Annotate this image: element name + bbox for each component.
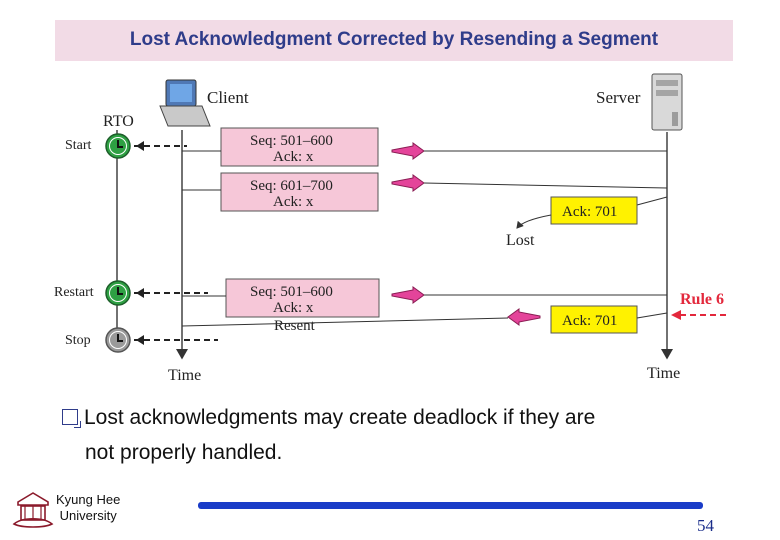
timer-stop-label: Stop bbox=[65, 333, 91, 348]
tcp-diagram: Client Server RTO Start Restart Stop Seq… bbox=[54, 73, 730, 384]
university-line-1: Kyung Hee bbox=[56, 492, 121, 507]
segment-2-arrow bbox=[391, 174, 425, 192]
server-icon bbox=[651, 73, 683, 131]
timer-stop-icon bbox=[105, 327, 131, 353]
timer-restart-label: Restart bbox=[54, 285, 94, 300]
ack-1-text: Ack: 701 bbox=[562, 204, 617, 220]
ack-2-text: Ack: 701 bbox=[562, 313, 617, 329]
bullet-line-2: not properly handled. bbox=[85, 441, 282, 465]
bullet-line-1: Lost acknowledgments may create deadlock… bbox=[62, 406, 595, 430]
timer-restart-icon bbox=[105, 280, 131, 306]
segment-box-3 bbox=[225, 278, 380, 318]
slide-title: Lost Acknowledgment Corrected by Resendi… bbox=[129, 29, 659, 50]
client-label: Client bbox=[207, 88, 249, 107]
segment-2-ack: Ack: x bbox=[273, 194, 314, 210]
page-number: 54 bbox=[697, 516, 714, 535]
segment-1-arrow bbox=[391, 142, 425, 160]
bullet-text-2: not properly handled. bbox=[85, 441, 283, 464]
ack-2-line-left bbox=[181, 317, 509, 327]
ack-box-2 bbox=[550, 305, 638, 334]
segment-1-seq: Seq: 501–600 bbox=[250, 133, 333, 149]
segment-2-seq: Seq: 601–700 bbox=[250, 178, 333, 194]
ack-box-1 bbox=[550, 196, 638, 225]
laptop-icon bbox=[159, 79, 211, 127]
footer-divider bbox=[198, 502, 703, 509]
time-label-left: Time bbox=[168, 367, 201, 384]
title-bar: Lost Acknowledgment Corrected by Resendi… bbox=[55, 20, 733, 61]
lost-arrow bbox=[516, 214, 552, 229]
checkbox-bullet-icon bbox=[62, 409, 81, 428]
start-arrowhead bbox=[136, 141, 144, 151]
university-name: Kyung Hee University bbox=[56, 492, 120, 524]
bullet-text-1: Lost acknowledgments may create deadlock… bbox=[84, 406, 596, 429]
ack-2-arrow bbox=[507, 308, 541, 326]
segment-3-seq: Seq: 501–600 bbox=[250, 284, 333, 300]
timer-start-icon bbox=[105, 133, 131, 159]
timer-start-label: Start bbox=[65, 138, 92, 153]
restart-arrowhead bbox=[136, 288, 144, 298]
university-seal-icon bbox=[12, 492, 54, 528]
segment-box-2 bbox=[220, 172, 379, 212]
rto-label: RTO bbox=[103, 113, 134, 130]
lost-label: Lost bbox=[506, 232, 535, 249]
stop-arrowhead bbox=[136, 335, 144, 345]
university-line-2: University bbox=[59, 508, 117, 523]
segment-3-arrow bbox=[391, 286, 425, 304]
segment-1-ack: Ack: x bbox=[273, 149, 314, 165]
time-label-right: Time bbox=[647, 365, 680, 382]
rule-arrowhead bbox=[671, 310, 681, 320]
segment-3-ack: Ack: x bbox=[273, 300, 314, 316]
resent-label: Resent bbox=[274, 318, 316, 334]
ack-1-line bbox=[636, 196, 668, 206]
rule-label: Rule 6 bbox=[680, 291, 724, 308]
segment-2-line-right bbox=[423, 182, 668, 189]
server-label: Server bbox=[596, 88, 641, 107]
ack-2-line-right bbox=[636, 312, 668, 319]
segment-box-1 bbox=[220, 127, 379, 167]
